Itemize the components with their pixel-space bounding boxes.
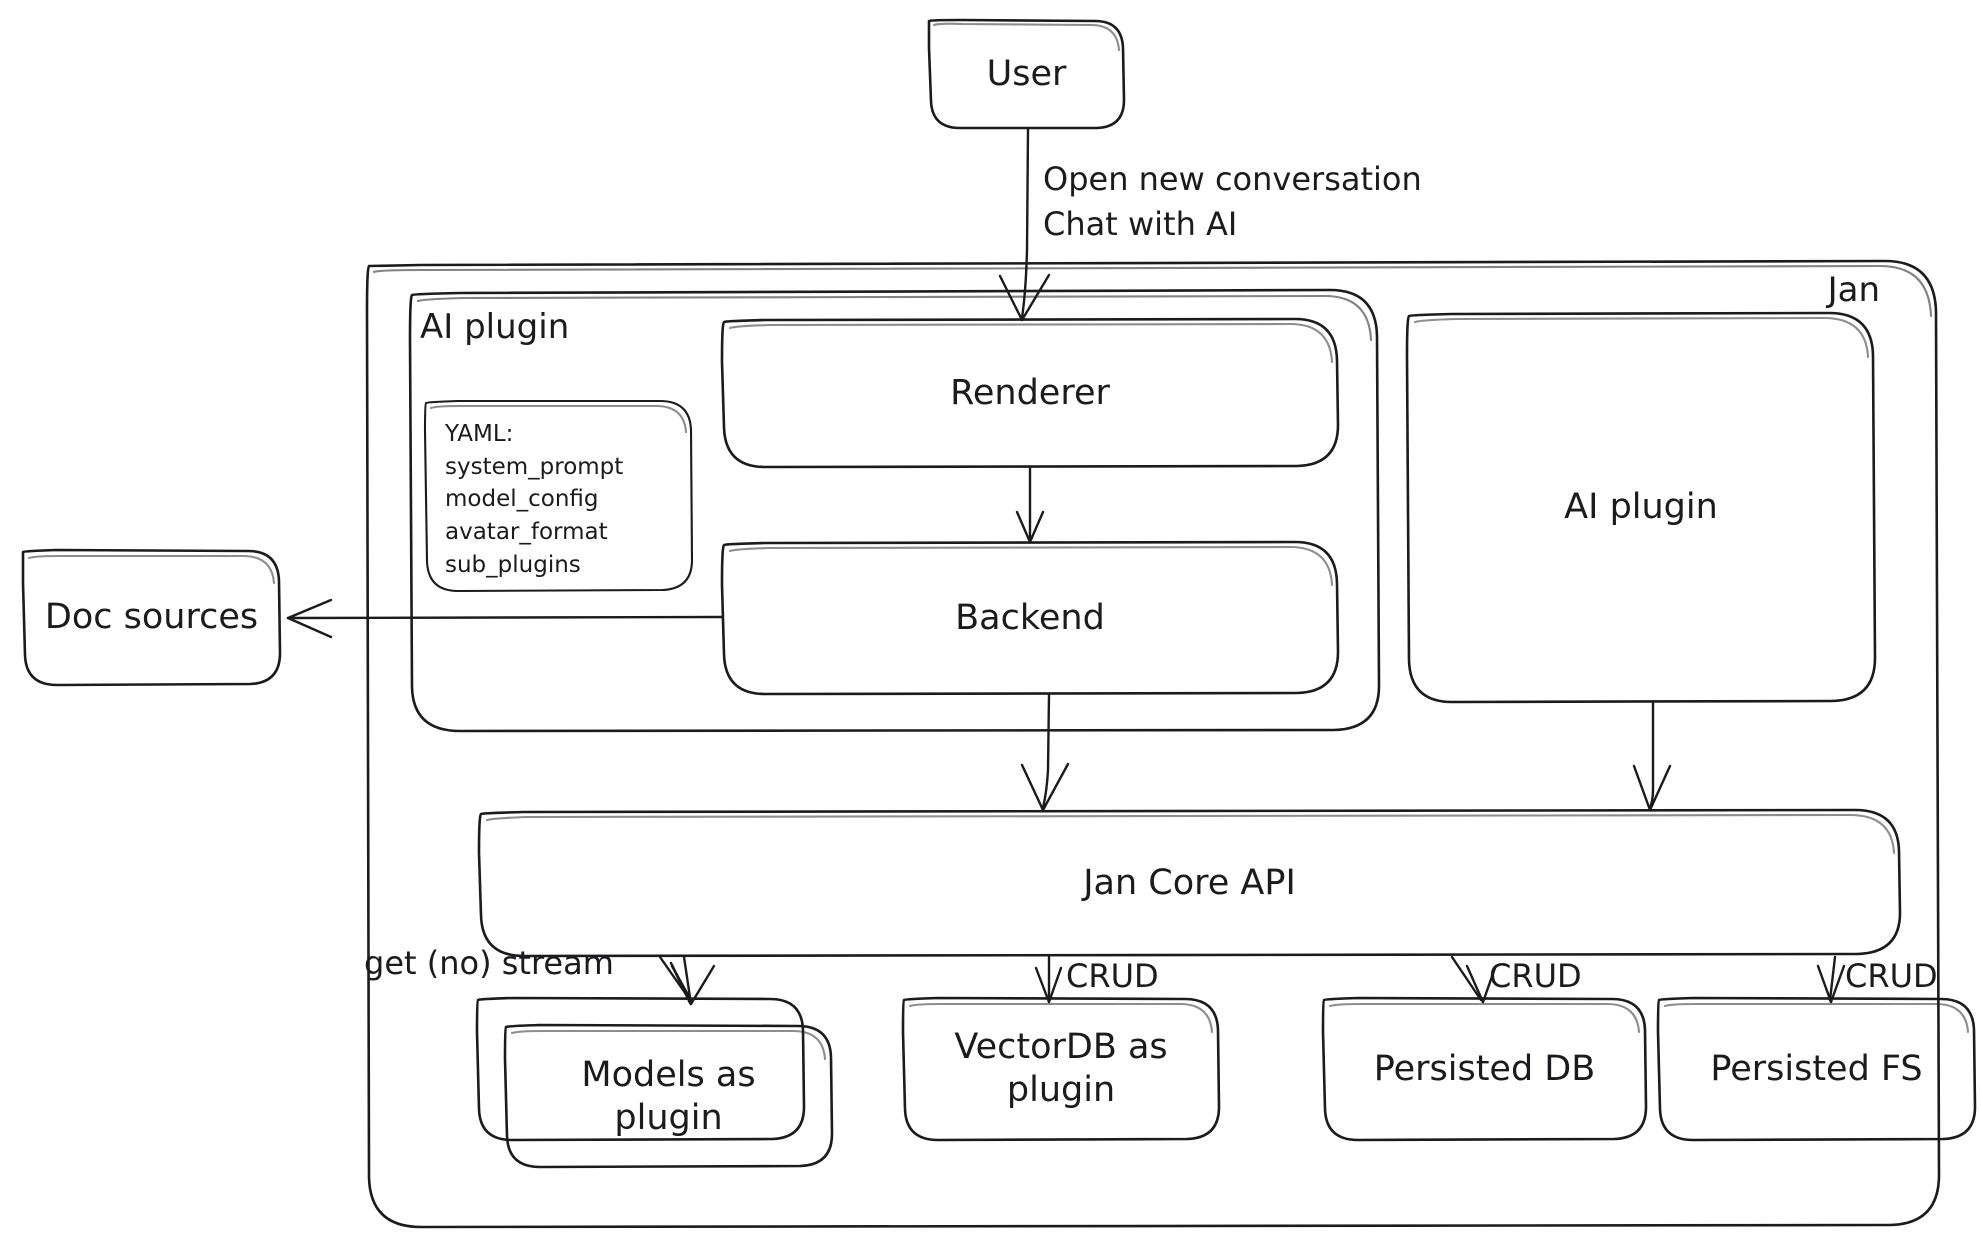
edge-core-to-db <box>1450 955 1497 1004</box>
node-ai-plugin-right-border <box>1405 311 1877 704</box>
node-label-models-plugin-line2: plugin <box>614 1097 723 1138</box>
edge-user-to-renderer <box>998 127 1051 322</box>
edge-ai-plugin-to-core <box>1632 701 1672 812</box>
node-label-vectordb-plugin-line2: plugin <box>1006 1070 1116 1110</box>
edge-backend-to-doc-sources <box>286 598 724 639</box>
edge-core-to-fs <box>1816 955 1846 1004</box>
edge-core-to-vectordb <box>1034 955 1063 1004</box>
node-persisted-db-border <box>1321 996 1648 1142</box>
node-label-vectordb-plugin[interactable]: VectorDB as plugin <box>903 998 1219 1140</box>
edge-core-to-models <box>658 955 716 1006</box>
node-user-border <box>927 18 1126 130</box>
node-persisted-fs-border <box>1656 996 1977 1142</box>
group-jan-border <box>365 259 1941 1229</box>
node-backend-border <box>720 540 1340 696</box>
node-label-models-plugin-line1: Models as <box>581 1054 756 1095</box>
note-yaml-border <box>423 399 694 593</box>
node-renderer-border <box>720 317 1340 469</box>
group-ai-plugin-border <box>408 288 1381 733</box>
edge-backend-to-core <box>1020 693 1070 812</box>
edge-renderer-to-backend <box>1015 466 1045 544</box>
node-label-vectordb-plugin-line1: VectorDB as <box>954 1027 1168 1068</box>
node-vectordb-plugin-border <box>901 996 1221 1142</box>
node-jan-core-api-border <box>477 808 1902 958</box>
node-doc-sources-border <box>21 548 282 687</box>
node-label-models-plugin[interactable]: Models as plugin <box>505 1026 832 1167</box>
node-models-plugin-border <box>475 996 834 1169</box>
